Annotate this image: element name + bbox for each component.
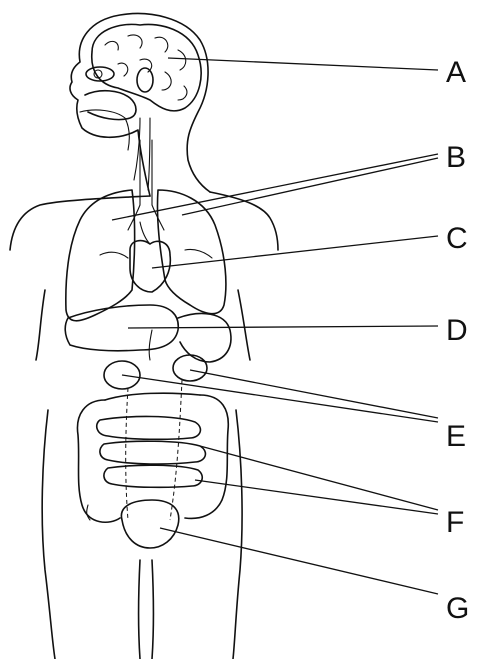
label-c: C: [446, 222, 468, 255]
label-b: B: [446, 141, 466, 174]
bladder: [121, 500, 178, 548]
label-d: D: [446, 314, 468, 347]
label-f: F: [446, 506, 464, 539]
leader-line-g: [160, 528, 438, 594]
small-intestine: [97, 416, 206, 487]
lungs: [66, 190, 226, 321]
ureters: [126, 380, 182, 520]
leader-line-d: [128, 326, 438, 328]
kidneys: [104, 355, 207, 389]
liver-stomach: [65, 305, 231, 362]
labels: A B C D E F G: [446, 56, 469, 625]
leader-line-e1: [122, 375, 438, 422]
label-a: A: [446, 56, 466, 89]
body-outline: [10, 14, 278, 659]
leader-line-b2: [182, 158, 438, 215]
leader-line-e2: [190, 370, 438, 418]
head-cavities: [80, 67, 153, 190]
label-g: G: [446, 592, 469, 625]
heart: [130, 222, 170, 292]
large-intestine: [77, 393, 228, 522]
label-e: E: [446, 420, 466, 453]
leader-line-f1: [200, 446, 438, 510]
leader-line-c: [152, 236, 438, 268]
leader-lines: [112, 58, 438, 594]
leader-line-b1: [112, 154, 438, 220]
leader-line-f2: [195, 480, 438, 514]
